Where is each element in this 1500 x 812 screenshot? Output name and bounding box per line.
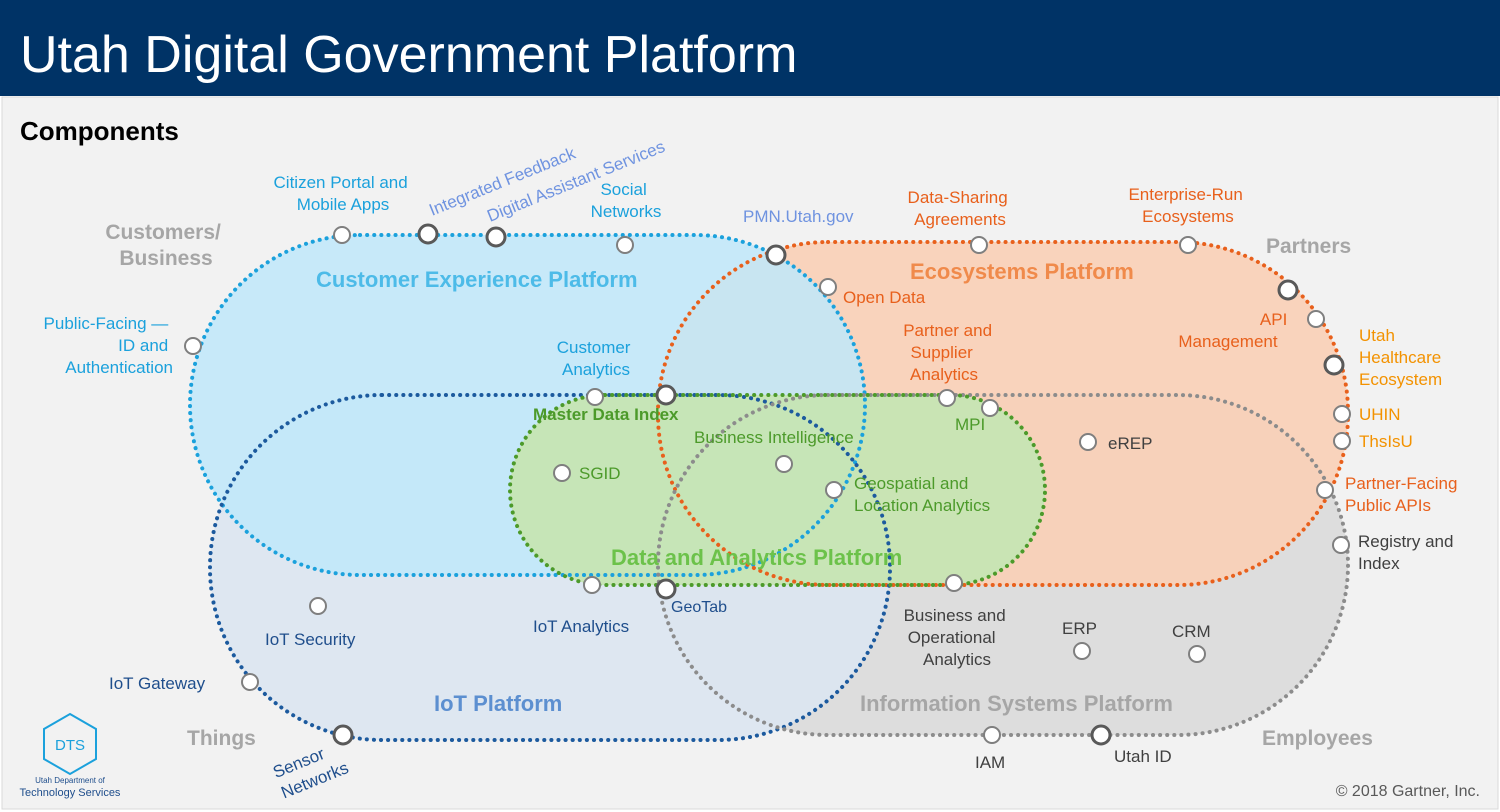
label-business-operational: Business and Operational Analytics	[904, 606, 1011, 669]
node-data-sharing	[970, 236, 988, 254]
information-systems-outline	[656, 393, 1350, 737]
dts-logo-line2: Technology Services	[20, 787, 121, 799]
label-crm: CRM	[1172, 622, 1211, 641]
node-erep	[1079, 433, 1097, 451]
label-thsisu: ThsIsU	[1359, 432, 1413, 451]
node-enterprise-run	[1179, 236, 1197, 254]
label-geotab: GeoTab	[671, 599, 727, 616]
node-business-intelligence	[775, 455, 793, 473]
label-iot-gateway: IoT Gateway	[109, 674, 206, 693]
stakeholder-things: Things	[187, 727, 256, 750]
ecosystems-platform-label: Ecosystems Platform	[910, 259, 1134, 284]
data-analytics-outline	[508, 393, 1047, 587]
node-utah-id	[1090, 724, 1112, 746]
node-thsisu	[1333, 432, 1351, 450]
node-iot-security	[309, 597, 327, 615]
page-title: Utah Digital Government Platform	[20, 26, 797, 84]
node-api-management	[1307, 310, 1325, 328]
node-partner-supplier	[938, 389, 956, 407]
label-partner-facing-apis: Partner-Facing Public APIs	[1345, 474, 1462, 515]
node-sgid	[553, 464, 571, 482]
label-geospatial: Geospatial and Location Analytics	[854, 474, 990, 515]
label-utah-healthcare: Utah Healthcare Ecosystem	[1359, 326, 1446, 389]
node-mpi	[981, 399, 999, 417]
node-geotab	[655, 578, 677, 600]
stakeholder-customers: Customers/ Business	[105, 221, 226, 270]
node-open-data	[819, 278, 837, 296]
label-uhin: UHIN	[1359, 405, 1401, 424]
label-pmn: PMN.Utah.gov	[743, 207, 854, 226]
dts-logo: DTS Utah Department of Technology Servic…	[20, 712, 121, 799]
header-bar	[0, 0, 1500, 96]
label-api-management: API Management	[1178, 310, 1292, 351]
node-erp	[1073, 642, 1091, 660]
node-digital-assistant	[485, 226, 507, 248]
iot-platform-label: IoT Platform	[434, 691, 562, 716]
node-integrated-feedback	[417, 223, 439, 245]
node-uhin	[1333, 405, 1351, 423]
node-sensor-networks	[332, 724, 354, 746]
node-iam	[983, 726, 1001, 744]
dts-logo-line1: Utah Department of	[35, 776, 106, 785]
label-iot-security: IoT Security	[265, 630, 356, 649]
node-partner-facing-apis	[1316, 481, 1334, 499]
label-data-sharing: Data-Sharing Agreements	[908, 188, 1013, 229]
node-crm	[1188, 645, 1206, 663]
node-geospatial	[825, 481, 843, 499]
label-customer-analytics: Customer Analytics	[557, 338, 635, 379]
node-registry-index	[1332, 536, 1350, 554]
label-sgid: SGID	[579, 464, 621, 483]
node-customer-analytics	[586, 388, 604, 406]
node-master-data-index	[655, 384, 677, 406]
node-utah-healthcare	[1323, 354, 1345, 376]
label-open-data: Open Data	[843, 288, 926, 307]
label-iam: IAM	[975, 753, 1005, 772]
dts-hexagon-icon	[43, 712, 97, 776]
node-public-facing	[184, 337, 202, 355]
data-analytics-platform-label: Data and Analytics Platform	[611, 545, 902, 570]
label-master-data-index: Master Data Index	[533, 405, 679, 424]
label-social-networks: Social Networks	[591, 180, 662, 221]
label-registry-index: Registry and Index	[1358, 532, 1458, 573]
section-title: Components	[20, 116, 179, 146]
label-utah-id: Utah ID	[1114, 747, 1172, 766]
stakeholder-partners: Partners	[1266, 235, 1351, 258]
label-business-intelligence: Business Intelligence	[694, 428, 854, 447]
data-analytics-region	[510, 395, 1045, 585]
stakeholder-employees: Employees	[1262, 727, 1373, 750]
label-erp: ERP	[1062, 619, 1097, 638]
node-social-networks	[616, 236, 634, 254]
node-iot-gateway	[241, 673, 259, 691]
label-erep: eREP	[1108, 434, 1152, 453]
label-partner-supplier: Partner and Supplier Analytics	[903, 321, 997, 384]
label-iot-analytics: IoT Analytics	[533, 617, 629, 636]
customer-experience-platform-label: Customer Experience Platform	[316, 267, 638, 292]
node-api-partners	[1277, 279, 1299, 301]
iot-outline	[208, 393, 892, 742]
node-citizen-portal	[333, 226, 351, 244]
label-mpi: MPI	[955, 415, 985, 434]
label-citizen-portal: Citizen Portal and Mobile Apps	[274, 173, 413, 214]
node-business-operational	[945, 574, 963, 592]
copyright: © 2018 Gartner, Inc.	[1336, 783, 1480, 800]
customer-experience-outline	[188, 233, 867, 577]
dts-logo-abbr: DTS	[55, 737, 85, 754]
information-systems-platform-label: Information Systems Platform	[860, 691, 1173, 716]
label-public-facing: Public-Facing — ID and Authentication	[44, 314, 173, 377]
node-pmn	[765, 244, 787, 266]
label-enterprise-run: Enterprise-Run Ecosystems	[1128, 185, 1247, 226]
node-iot-analytics	[583, 576, 601, 594]
